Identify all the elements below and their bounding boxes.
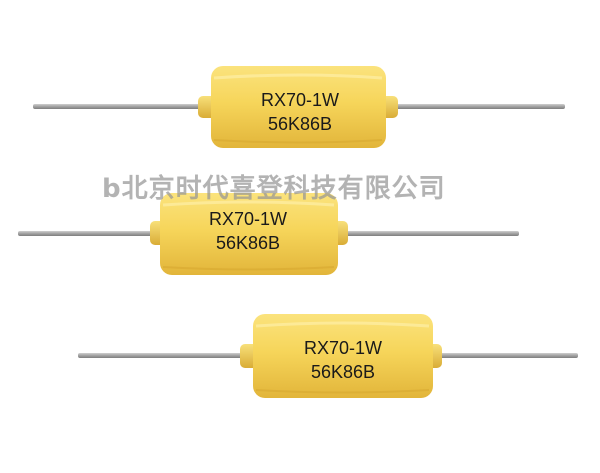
- company-watermark: b北京时代喜登科技有限公司: [102, 174, 446, 204]
- resistor-1: RX70-1W 56K86B: [33, 66, 565, 148]
- resistor-2-label-line1: RX70-1W: [209, 209, 287, 229]
- lead-right-1: [380, 104, 565, 109]
- resistor-body-2: [160, 193, 338, 275]
- resistor-2: RX70-1W 56K86B: [18, 193, 519, 275]
- resistor-2-label-line2: 56K86B: [216, 233, 280, 253]
- resistor-1-label-line2: 56K86B: [268, 114, 332, 134]
- resistor-3-label-line2: 56K86B: [311, 362, 375, 382]
- lead-right-2: [343, 231, 519, 236]
- resistor-1-label-line1: RX70-1W: [261, 90, 339, 110]
- resistor-3: RX70-1W 56K86B: [78, 314, 578, 398]
- lead-left-3: [78, 353, 253, 358]
- lead-left-1: [33, 104, 218, 109]
- lead-right-3: [428, 353, 578, 358]
- resistor-body-3: [253, 314, 433, 398]
- resistor-body-1: [211, 66, 386, 148]
- resistor-3-label-line1: RX70-1W: [304, 338, 382, 358]
- lead-left-2: [18, 231, 170, 236]
